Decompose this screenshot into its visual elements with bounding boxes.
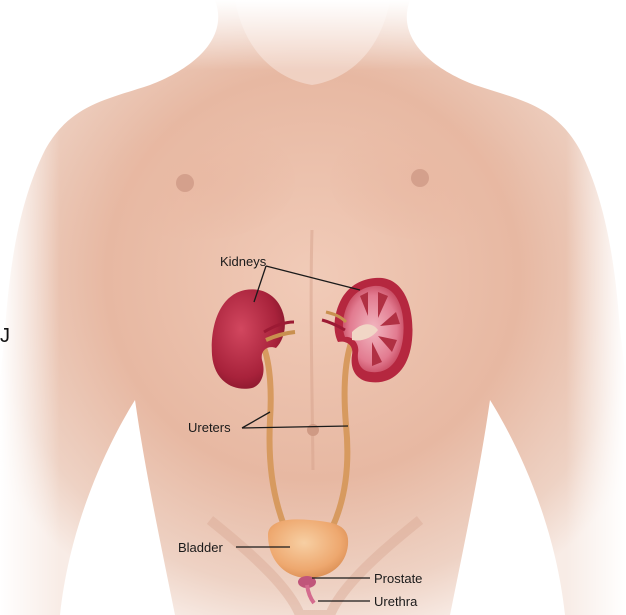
prostate-label: Prostate <box>374 572 422 585</box>
fade-right <box>566 0 626 615</box>
navel <box>307 424 319 436</box>
edge-glyph: J <box>0 326 10 346</box>
right-nipple <box>411 169 429 187</box>
kidneys-label: Kidneys <box>220 255 266 268</box>
left-nipple <box>176 174 194 192</box>
bladder-label: Bladder <box>178 541 223 554</box>
urethra-label: Urethra <box>374 595 417 608</box>
ureters-label: Ureters <box>188 421 231 434</box>
left-pectoral <box>105 120 295 240</box>
fade-left <box>0 0 60 615</box>
fade-top <box>0 0 626 70</box>
